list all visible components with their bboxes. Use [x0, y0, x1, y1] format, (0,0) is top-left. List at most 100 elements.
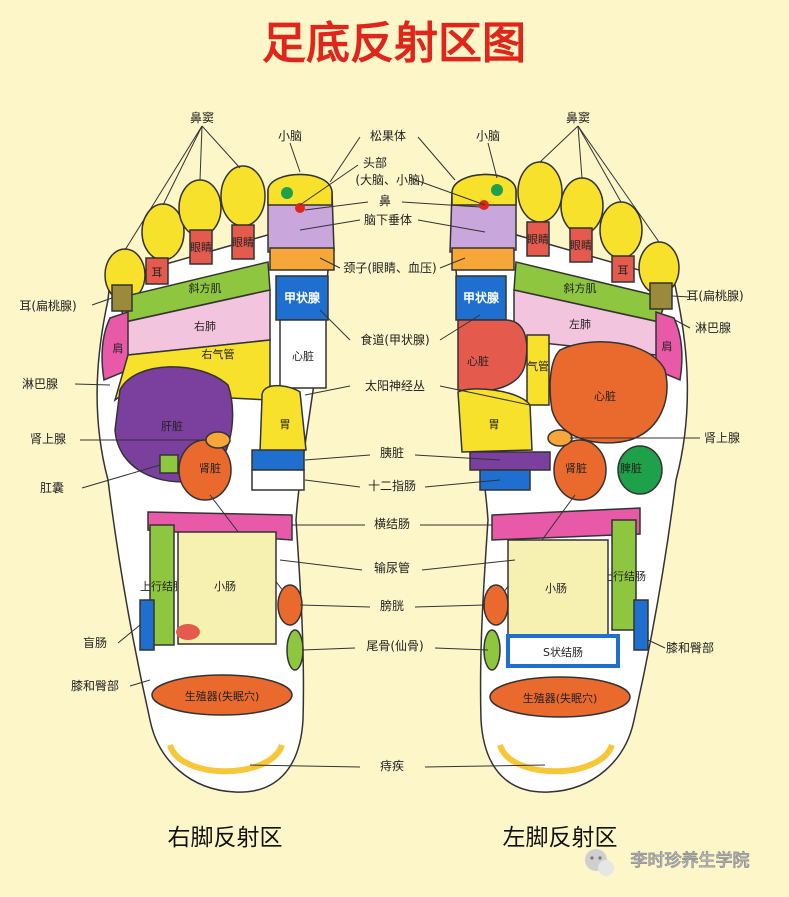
right-trapezius-label: 斜方肌: [189, 281, 222, 295]
right-kidney-label: 肾脏: [199, 462, 221, 475]
left-heart: [549, 341, 668, 444]
right-cecum: [139, 599, 155, 651]
left-toe-2: [599, 201, 643, 259]
left-sigmoid-colon: [506, 634, 620, 668]
label-pituitary: 脑下垂体: [364, 213, 412, 227]
right-outer-labels: 鼻窦 小脑 耳(扁桃腺) 淋巴腺 肾上腺 肛囊 盲肠 膝和臀部: [19, 110, 302, 693]
right-bronchus-label: 右气管: [202, 347, 235, 361]
left-kidney: [553, 439, 607, 501]
right-reproductive: [151, 674, 293, 716]
right-nose-dot: [295, 203, 305, 213]
label-bladder: 膀胱: [380, 598, 404, 613]
left-knee-blue: [633, 599, 649, 651]
left-kidney-label: 肾脏: [565, 462, 587, 475]
label-pineal: 松果体: [370, 129, 406, 143]
right-eye-box-1: [189, 229, 213, 265]
left-pancreas-band: [469, 451, 551, 471]
right-heart-label: 心脏: [292, 350, 314, 363]
right-eye-label-1: 眼睛: [190, 241, 212, 254]
left-eye-label-1: 眼睛: [527, 233, 549, 246]
left-spleen: [617, 445, 663, 495]
label-hemorrhoids: 痔疾: [380, 758, 404, 773]
left-ear-label: 耳: [618, 264, 629, 277]
left-toe-3: [560, 177, 604, 235]
label-neck: 颈子(眼睛、血压): [343, 261, 436, 275]
right-label-knee-hip: 膝和臀部: [71, 678, 119, 693]
label-duodenum: 十二指肠: [368, 478, 416, 493]
left-eye-box-2: [569, 227, 593, 263]
right-lung-label: 右肺: [194, 319, 216, 333]
right-label-cerebellum: 小脑: [278, 129, 302, 143]
label-head: 头部: [363, 155, 387, 170]
right-bladder: [277, 584, 303, 626]
left-heel-arc: [497, 743, 615, 775]
right-adrenal: [205, 431, 231, 449]
right-ear-label: 耳: [152, 266, 163, 279]
center-labels: 松果体 头部 (大脑、小脑) 鼻 脑下垂体 颈子(眼睛、血压) 食道(甲状腺) …: [249, 129, 546, 773]
left-eye-box-1: [526, 221, 550, 257]
left-leader-lines: [487, 125, 700, 649]
label-brain: (大脑、小脑): [355, 173, 424, 187]
label-ureter: 输尿管: [374, 560, 410, 575]
left-pineal-dot: [491, 184, 503, 196]
right-neck-band: [269, 247, 335, 271]
right-ascending-colon-label: 上行结肠: [140, 580, 184, 593]
left-trapezius-label: 斜方肌: [564, 281, 597, 295]
right-small-intestine-label: 小肠: [214, 580, 236, 593]
right-ear-box: [145, 257, 169, 285]
left-ear-box: [611, 255, 635, 283]
left-stomach-label: 胃: [489, 418, 500, 431]
left-label-sinus: 鼻窦: [566, 110, 590, 125]
right-pineal-dot: [281, 187, 293, 199]
left-small-intestine-label: 小肠: [545, 582, 567, 595]
left-shoulder-label: 肩: [662, 339, 673, 353]
left-bronchus: [526, 334, 550, 406]
label-transverse-colon: 横结肠: [374, 517, 410, 531]
right-shoulder-label: 肩: [113, 341, 124, 355]
right-label-lymph: 淋巴腺: [22, 377, 58, 391]
left-heart-label: 心脏: [594, 390, 616, 403]
label-nose: 鼻: [379, 193, 391, 208]
left-toe-4: [517, 161, 563, 223]
right-label-cecum: 盲肠: [83, 635, 107, 650]
left-ear-side: [649, 282, 673, 310]
right-leader-lines: [74, 125, 301, 687]
left-sigmoid-colon-label: S状结肠: [543, 645, 583, 659]
right-small-red: [176, 624, 200, 640]
right-label-sinus: 鼻窦: [190, 110, 214, 125]
left-spleen-label: 脾脏: [620, 461, 642, 475]
left-lung-label: 左肺: [569, 318, 591, 331]
left-thyroid: [455, 275, 507, 321]
left-neck-band: [451, 247, 515, 271]
page-title: 足底反射区图: [262, 18, 526, 69]
left-adrenal: [547, 429, 573, 447]
left-label-ear-tonsil: 耳(扁桃腺): [686, 288, 743, 303]
left-heart-small-label: 心脏: [467, 355, 489, 368]
label-coccyx: 尾骨(仙骨): [366, 639, 423, 653]
right-eye-label-2: 眼睛: [232, 236, 254, 249]
right-label-ear-tonsil: 耳(扁桃腺): [19, 298, 76, 313]
right-shoulder: [101, 310, 129, 382]
right-eye-box-2: [231, 224, 255, 260]
caption-right-foot: 右脚反射区: [168, 825, 283, 851]
right-thyroid: [275, 275, 329, 321]
right-stomach: [259, 384, 307, 453]
left-label-cerebellum: 小脑: [476, 129, 500, 143]
left-foot: 眼睛 眼睛 耳 斜方肌 左肺 肩 甲状腺 心脏 气管 心脏 胃 肾脏 脾脏 上行…: [449, 161, 689, 793]
left-ascending-colon-label: 上行结肠: [602, 570, 646, 583]
right-kidney: [178, 439, 232, 501]
label-esophagus: 食道(甲状腺): [360, 332, 429, 347]
left-thyroid-label: 甲状腺: [463, 290, 500, 305]
right-coccyx: [286, 629, 304, 671]
left-bladder: [483, 584, 509, 626]
right-pancreas-band: [251, 449, 305, 471]
right-ear-side: [111, 284, 133, 312]
left-label-lymph: 淋巴腺: [695, 321, 731, 335]
label-pancreas: 胰脏: [380, 445, 404, 460]
watermark: 李时珍养生学院: [585, 849, 750, 876]
left-stomach: [457, 388, 533, 453]
right-thyroid-label: 甲状腺: [284, 290, 321, 305]
right-toe-3: [178, 179, 222, 237]
left-label-knee-hip: 膝和臀部: [666, 640, 714, 655]
